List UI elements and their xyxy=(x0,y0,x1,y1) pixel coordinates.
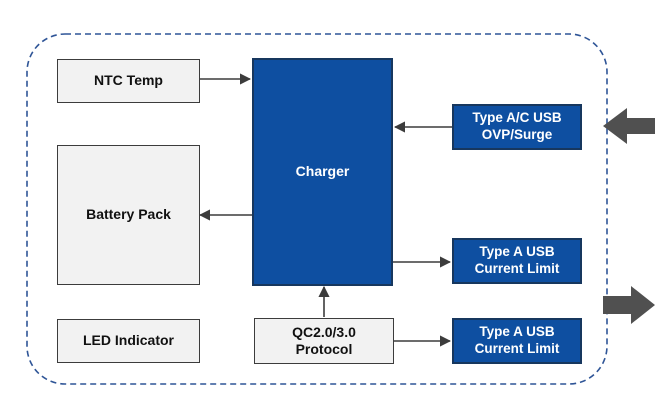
led-indicator-block: LED Indicator xyxy=(57,319,200,363)
system-boundary xyxy=(26,33,608,385)
type-a-usb-current-limit-block-2: Type A USB Current Limit xyxy=(452,318,582,364)
type-ac-usb-ovp-block: Type A/C USB OVP/Surge xyxy=(452,104,582,150)
type-a-usb-current-limit-block: Type A USB Current Limit xyxy=(452,238,582,284)
ntc-temp-block: NTC Temp xyxy=(57,59,200,103)
charger-block: Charger xyxy=(252,58,393,286)
qc-protocol-block: QC2.0/3.0 Protocol xyxy=(254,318,394,364)
left-block-arrow-icon xyxy=(603,108,655,144)
right-block-arrow-icon xyxy=(603,286,655,324)
battery-pack-block: Battery Pack xyxy=(57,145,200,285)
